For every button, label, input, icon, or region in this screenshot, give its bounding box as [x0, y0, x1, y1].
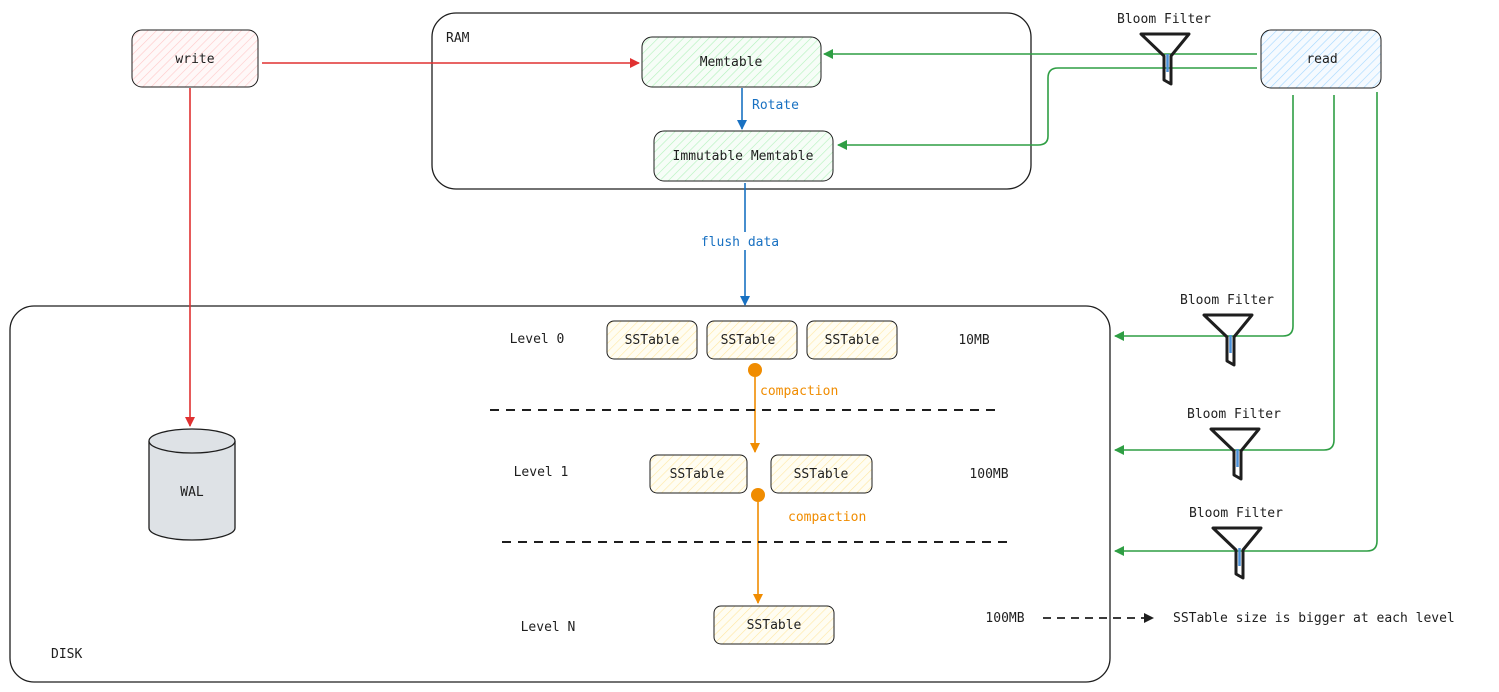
read-to-leveln-arrow: [1114, 92, 1378, 556]
write-label: write: [175, 52, 214, 67]
sstable-l1-2-label: SSTable: [794, 467, 849, 482]
rotate-label: Rotate: [752, 98, 799, 113]
bloom-filter-top-label: Bloom Filter: [1117, 12, 1211, 27]
level-n-size: 100MB: [985, 611, 1024, 626]
memtable-label: Memtable: [700, 55, 763, 70]
compaction-l1-label: compaction: [788, 510, 866, 525]
sstable-ln-1-label: SSTable: [747, 618, 802, 633]
memtable-node: Memtable: [641, 36, 822, 88]
disk-container: DISK: [9, 305, 1111, 683]
bloom-filter-level0-label: Bloom Filter: [1180, 293, 1274, 308]
sstable-l0-3: SSTable: [806, 320, 898, 360]
compaction-l0-label: compaction: [760, 384, 838, 399]
read-node: read: [1260, 29, 1382, 89]
funnel-icon: [1209, 427, 1261, 481]
sstable-l1-1-label: SSTable: [670, 467, 725, 482]
compaction-l1-dot: [751, 488, 765, 502]
sstable-l0-2-label: SSTable: [721, 333, 776, 348]
funnel-icon: [1211, 526, 1263, 580]
read-to-level0-arrow: [1114, 95, 1294, 341]
funnel-icon: [1202, 313, 1254, 367]
sstable-l1-1: SSTable: [649, 454, 748, 494]
sstable-l1-2: SSTable: [770, 454, 873, 494]
bloom-filter-level0: Bloom Filter: [1180, 293, 1274, 367]
wal-cylinder: WAL: [148, 428, 236, 541]
wal-label: WAL: [180, 485, 204, 500]
sstable-l0-2: SSTable: [706, 320, 798, 360]
size-note: SSTable size is bigger at each level: [1173, 611, 1455, 626]
bloom-filter-leveln-label: Bloom Filter: [1189, 506, 1283, 521]
read-to-immutable-arrow: [837, 67, 1257, 150]
level-0-label: Level 0: [510, 332, 565, 347]
read-label: read: [1306, 52, 1337, 67]
disk-label: DISK: [51, 647, 82, 662]
immutable-memtable-node: Immutable Memtable: [653, 130, 834, 182]
compaction-l0-dot: [748, 363, 762, 377]
write-node: write: [131, 29, 259, 88]
level-n-label: Level N: [521, 620, 576, 635]
sstable-l0-1: SSTable: [606, 320, 698, 360]
flush-label: flush data: [701, 235, 779, 250]
ram-label: RAM: [446, 31, 470, 46]
level-0-size: 10MB: [958, 333, 989, 348]
funnel-icon: [1139, 32, 1191, 86]
database-cylinder-icon: [148, 428, 236, 541]
sstable-l0-3-label: SSTable: [825, 333, 880, 348]
ram-container: RAM: [431, 12, 1032, 190]
level-1-size: 100MB: [969, 467, 1008, 482]
bloom-filter-level1: Bloom Filter: [1187, 407, 1281, 481]
read-to-level1-arrow: [1114, 95, 1335, 455]
bloom-filter-level1-label: Bloom Filter: [1187, 407, 1281, 422]
sstable-l0-1-label: SSTable: [625, 333, 680, 348]
level-1-label: Level 1: [514, 465, 569, 480]
bloom-filter-leveln: Bloom Filter: [1189, 506, 1283, 580]
immutable-memtable-label: Immutable Memtable: [673, 149, 814, 164]
bloom-filter-top: Bloom Filter: [1117, 12, 1211, 86]
sstable-ln-1: SSTable: [713, 605, 835, 645]
